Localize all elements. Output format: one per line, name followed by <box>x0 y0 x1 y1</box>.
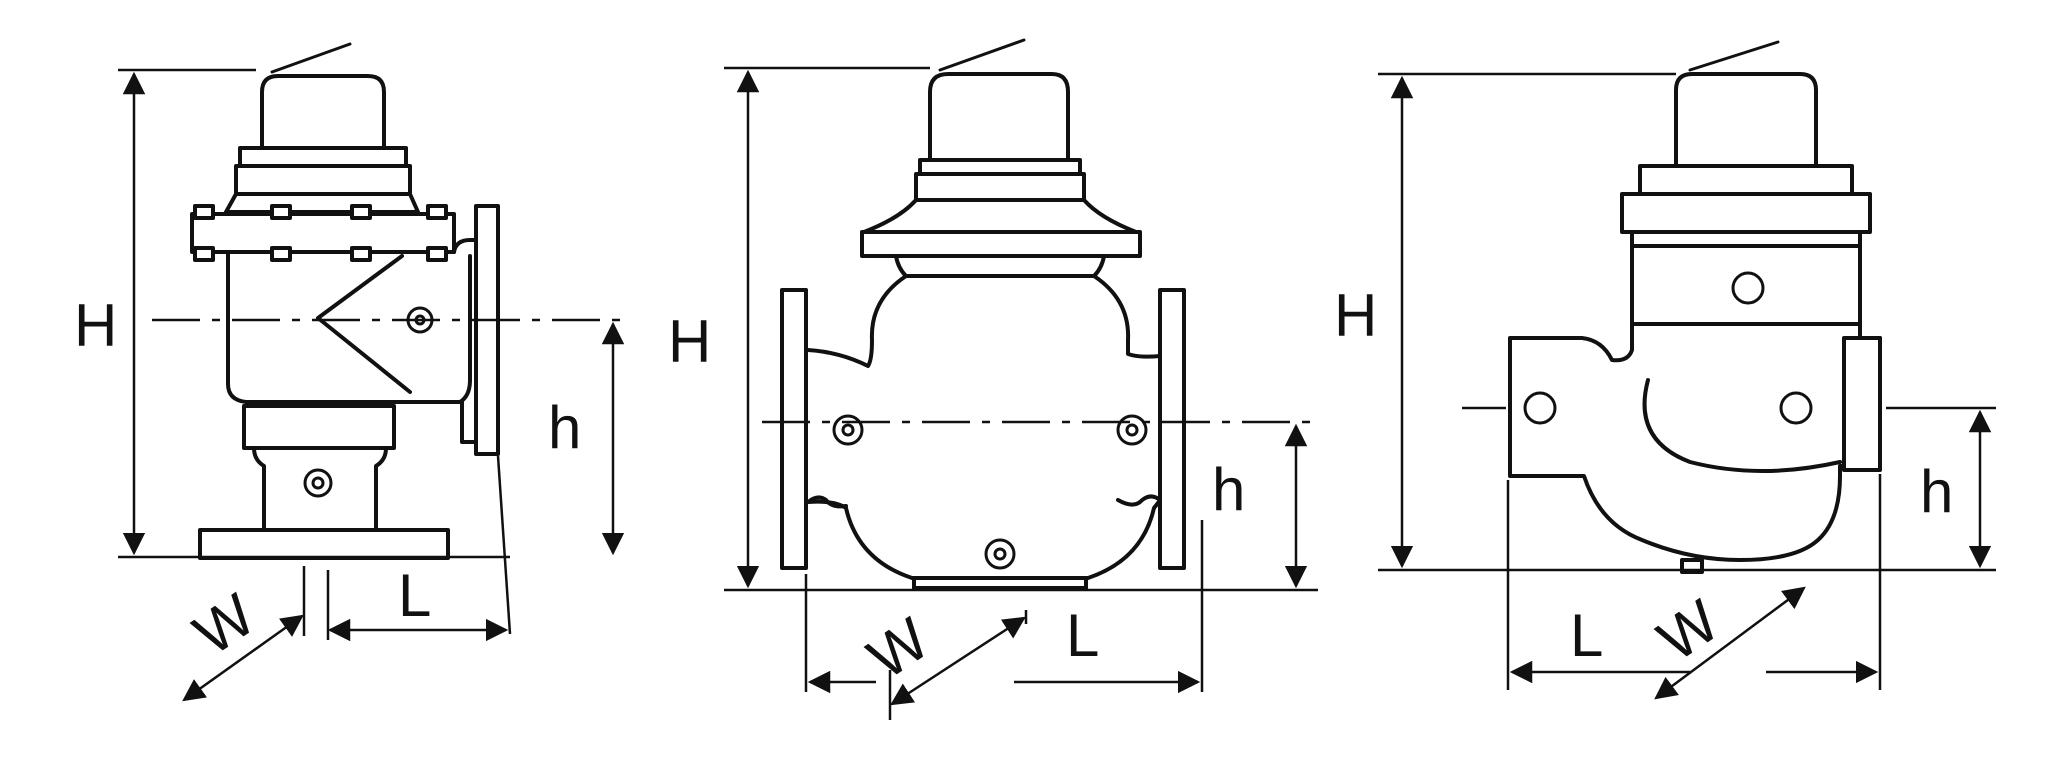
side-flange-neck <box>460 400 478 444</box>
bonnet-bell <box>862 198 1138 234</box>
bonnet-flange <box>1620 192 1872 234</box>
right-port-icon <box>1116 414 1148 446</box>
head-cap <box>928 72 1070 160</box>
label-L-view-1: L <box>398 562 431 629</box>
bonnet-neck <box>224 192 420 214</box>
lever <box>270 42 352 74</box>
lower-neck <box>252 446 388 530</box>
bonnet-lower <box>1630 230 1862 248</box>
head-cap <box>1674 72 1818 168</box>
lever <box>1688 40 1780 72</box>
valve-view-straight <box>780 38 1186 590</box>
body-wavy-right <box>1116 494 1162 507</box>
head-ring <box>238 146 408 168</box>
valve-body <box>806 274 1162 368</box>
label-W-view-3: W <box>1646 587 1731 674</box>
lever <box>938 38 1026 72</box>
left-port-icon <box>1523 391 1557 425</box>
valve-view-angle <box>190 42 500 560</box>
body-wavy-left <box>806 495 848 509</box>
label-h-view-2: h <box>1212 456 1245 523</box>
dimensions-view-2 <box>724 66 1320 720</box>
label-H-view-3: H <box>1334 282 1377 349</box>
side-flange <box>474 204 500 456</box>
right-flange <box>1158 288 1186 570</box>
upper-body <box>1630 244 1862 326</box>
internal-seat <box>316 254 412 394</box>
label-L-view-3: L <box>1570 602 1603 669</box>
bonnet-flange <box>860 230 1142 258</box>
internal-passage <box>1642 378 1842 473</box>
head-cap <box>260 74 386 150</box>
right-port-icon <box>1779 391 1813 425</box>
label-h-view-1: h <box>548 394 581 461</box>
head-ring-lower <box>914 172 1086 202</box>
bottom-port-icon <box>984 538 1016 570</box>
upper-port-icon <box>1731 271 1765 305</box>
valve-body-lower <box>806 497 1163 580</box>
left-flange <box>780 288 808 570</box>
drain-plug <box>1680 558 1704 574</box>
head-ring <box>1638 164 1854 196</box>
lower-collar <box>242 404 396 450</box>
base-port-icon <box>303 468 333 498</box>
bonnet-flange <box>190 212 456 254</box>
left-port-icon <box>832 414 864 446</box>
label-L-view-2: L <box>1066 602 1099 669</box>
label-H-view-1: H <box>74 292 117 359</box>
bottom-port-dot-icon <box>993 547 1007 561</box>
base-port-dot-icon <box>311 476 325 490</box>
right-flange <box>1842 336 1882 472</box>
inlet-stub <box>452 238 478 258</box>
left-port-dot-icon <box>841 423 855 437</box>
valve-body <box>226 250 472 404</box>
base-flange <box>198 528 450 560</box>
dim-W-view-3 <box>1654 586 1806 700</box>
body-bottom-plate <box>912 576 1088 590</box>
right-port-dot-icon <box>1125 423 1139 437</box>
flange-bolts <box>193 204 448 262</box>
dim-W-view-2 <box>890 616 1026 706</box>
lower-body <box>1508 322 1882 562</box>
head-ring <box>918 158 1082 176</box>
label-H-view-2: H <box>668 308 711 375</box>
dimensions-view-1 <box>118 68 630 702</box>
bonnet-skirt <box>894 254 1106 278</box>
head-ring-lower <box>234 164 412 196</box>
dim-W-view-1 <box>182 614 304 702</box>
label-h-view-3: h <box>1920 458 1953 525</box>
dimensions-view-3 <box>1378 72 1996 700</box>
label-W-view-1: W <box>182 581 267 668</box>
valve-view-side <box>1508 40 1882 574</box>
